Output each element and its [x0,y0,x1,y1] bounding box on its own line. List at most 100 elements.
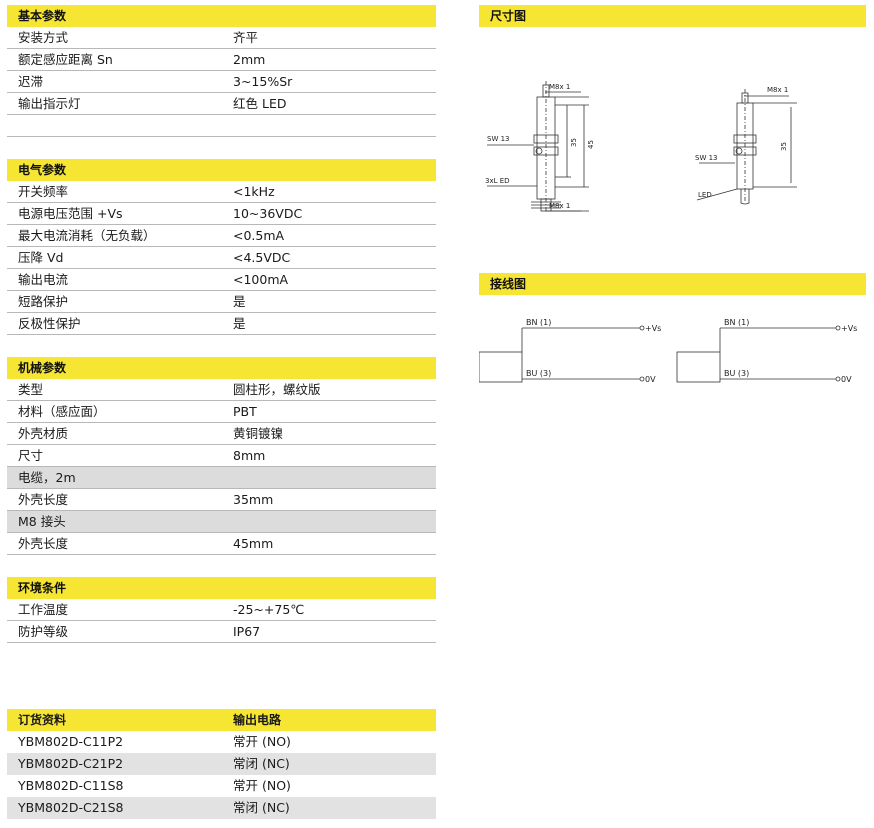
electrical-params-section: 电气参数 开关频率 <1kHz 电源电压范围 +Vs 10~36VDC 最大电流消耗… [7,159,436,335]
spec-row: 开关频率 <1kHz [7,181,436,203]
spec-subhead-row: 电缆，2m [7,467,436,489]
spec-key: 额定感应距离 Sn [18,52,113,67]
order-col-model: 订货资料 [18,713,67,727]
thread-label: M8x 1 [549,202,570,210]
spec-key: 最大电流消耗（无负载） [18,228,156,243]
order-col-output: 输出电路 [233,713,282,727]
spec-row-blank [7,115,436,137]
spec-row: 安装方式 齐平 [7,27,436,49]
wiring-diagram: BN (1) BU (3) +Vs 0V BN (1) BU (3) +Vs 0… [479,318,857,384]
spec-key: 安装方式 [18,30,69,45]
spec-key: 压降 Vd [18,250,64,265]
spec-row: 输出电流 <100mA [7,269,436,291]
spec-key: 输出电流 [18,272,69,287]
wrench-size-label: SW 13 [695,154,718,162]
spec-key: 短路保护 [18,294,69,309]
spec-key: 输出指示灯 [18,96,81,111]
terminal-vs: +Vs [841,324,857,333]
sensor-left-drawing [487,81,589,212]
spec-key: 尺寸 [18,448,44,463]
spec-value: 是 [233,316,246,331]
order-row: YBM802D-C21S8 常闭 (NC) [7,797,436,819]
thread-label: M8x 1 [767,86,788,94]
thread-label: M8x 1 [549,83,570,91]
spec-value: 是 [233,294,246,309]
spec-value: <1kHz [233,184,275,199]
dimension-value: 35 [570,138,578,147]
sensor-right-drawing [696,89,797,205]
spec-row: 防护等级 IP67 [7,621,436,643]
order-row: YBM802D-C11P2 常开 (NO) [7,731,436,753]
spec-row: 外壳材质黄铜镀镍 [7,423,436,445]
wire-label-bn: BN (1) [724,318,749,327]
spec-value: 红色 LED [233,96,287,111]
spec-value: <100mA [233,272,289,287]
spec-row: 电源电压范围 +Vs 10~36VDC [7,203,436,225]
wrench-size-label: SW 13 [487,135,510,143]
mechanical-params-section: 机械参数 类型 圆柱形，螺纹版 材料（感应面） PBT 外壳材质黄铜镀镍 尺寸 8mm… [7,357,436,555]
dimension-value: 35 [780,142,788,151]
spec-key: 工作温度 [18,602,69,617]
wiring-header: 接线图 [479,273,866,295]
spec-value: <0.5mA [233,228,285,243]
order-model: YBM802D-C21S8 [18,800,124,815]
spec-value: IP67 [233,624,261,639]
spec-key: 外壳材质 [18,426,69,441]
spec-value [233,511,436,532]
spec-value: 10~36VDC [233,206,303,221]
wiring-right-drawing [676,325,841,383]
order-model: YBM802D-C11P2 [18,734,124,749]
spec-value: 2mm [233,52,266,67]
spec-key: 反极性保护 [18,316,81,331]
spec-subhead-row: M8 接头 [7,511,436,533]
spec-value: 齐平 [233,30,259,45]
spec-value: 45mm [233,536,274,551]
spec-key: 类型 [18,382,44,397]
order-row: YBM802D-C11S8 常开 (NO) [7,775,436,797]
spec-row: 输出指示灯 红色 LED [7,93,436,115]
spec-key: 外壳长度 [18,492,69,507]
drawings-column: 尺寸图 M8x 1 M8x 1 SW 13 3 [479,5,866,415]
order-output: 常开 (NO) [233,778,291,793]
order-model: YBM802D-C11S8 [18,778,124,793]
environment-section: 环境条件 工作温度-25~+75℃ 防护等级 IP67 [7,577,436,643]
spec-row: 反极性保护 是 [7,313,436,335]
wire-label-bu: BU (3) [724,369,749,378]
spec-value: 圆柱形，螺纹版 [233,382,321,397]
spec-row: 工作温度-25~+75℃ [7,599,436,621]
terminal-0v: 0V [645,375,656,384]
spec-value: PBT [233,404,257,419]
dimensions-header: 尺寸图 [479,5,866,27]
order-output: 常闭 (NC) [233,800,290,815]
spec-key: 迟滞 [18,74,44,89]
spec-key: 电源电压范围 +Vs [18,206,123,221]
spec-value: 8mm [233,448,266,463]
dimension-drawing: M8x 1 M8x 1 SW 13 3xL ED 35 45 M8x 1 SW … [485,81,797,212]
dimension-value: 45 [587,140,595,149]
wire-label-bu: BU (3) [526,369,551,378]
spec-value: 35mm [233,492,274,507]
led-label: LED [698,191,712,199]
spec-key: 防护等级 [18,624,69,639]
mechanical-params-header: 机械参数 [7,357,436,379]
spec-row: 短路保护 是 [7,291,436,313]
order-table: 订货资料 输出电路 YBM802D-C11P2 常开 (NO) YBM802D-C… [7,709,436,819]
spec-value: <4.5VDC [233,250,291,265]
spec-row: 最大电流消耗（无负载） <0.5mA [7,225,436,247]
electrical-params-header: 电气参数 [7,159,436,181]
order-output: 常闭 (NC) [233,756,290,771]
spec-row: 尺寸 8mm [7,445,436,467]
spec-value [233,467,436,488]
environment-header: 环境条件 [7,577,436,599]
order-output: 常开 (NO) [233,734,291,749]
spec-row: 额定感应距离 Sn 2mm [7,49,436,71]
spec-row: 压降 Vd <4.5VDC [7,247,436,269]
spec-key: 材料（感应面） [18,404,106,419]
spec-key: 开关频率 [18,184,69,199]
wiring-left-drawing [479,325,645,383]
